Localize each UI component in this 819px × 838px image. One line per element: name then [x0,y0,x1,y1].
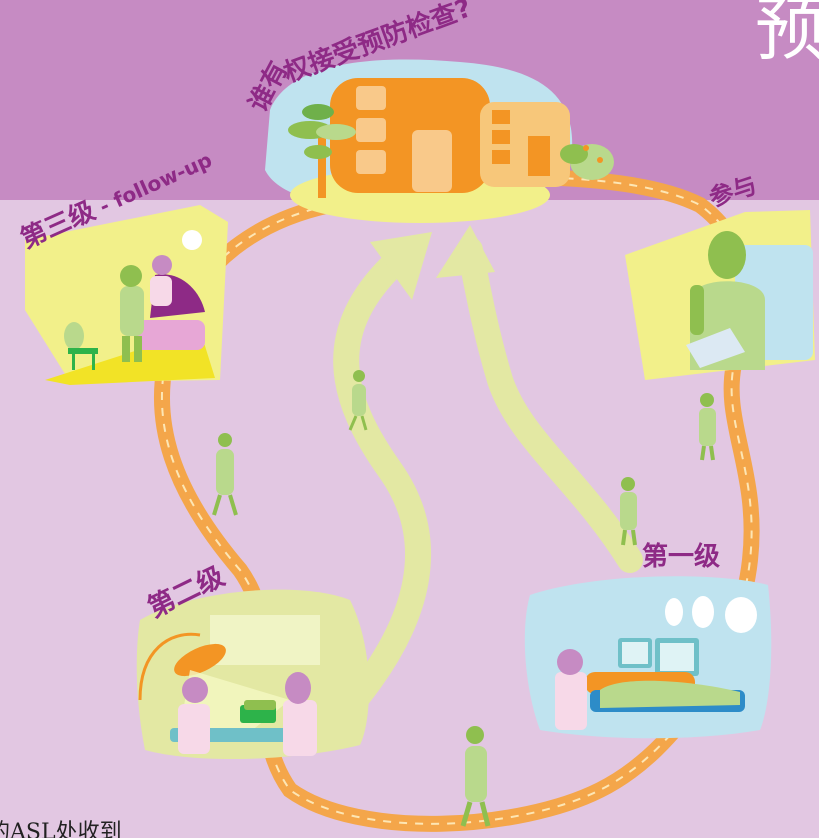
stage-label-level1: 第一级 [642,536,720,573]
page-title-fragment: 预 [755,0,819,64]
walker-figure [699,393,716,460]
walker-figure [214,433,236,515]
footer-text: 的ASL处收到 [0,814,122,838]
level1-scene [525,576,771,738]
walker-figure [463,726,488,826]
clinic-building [265,59,614,223]
participate-scene [625,210,815,380]
